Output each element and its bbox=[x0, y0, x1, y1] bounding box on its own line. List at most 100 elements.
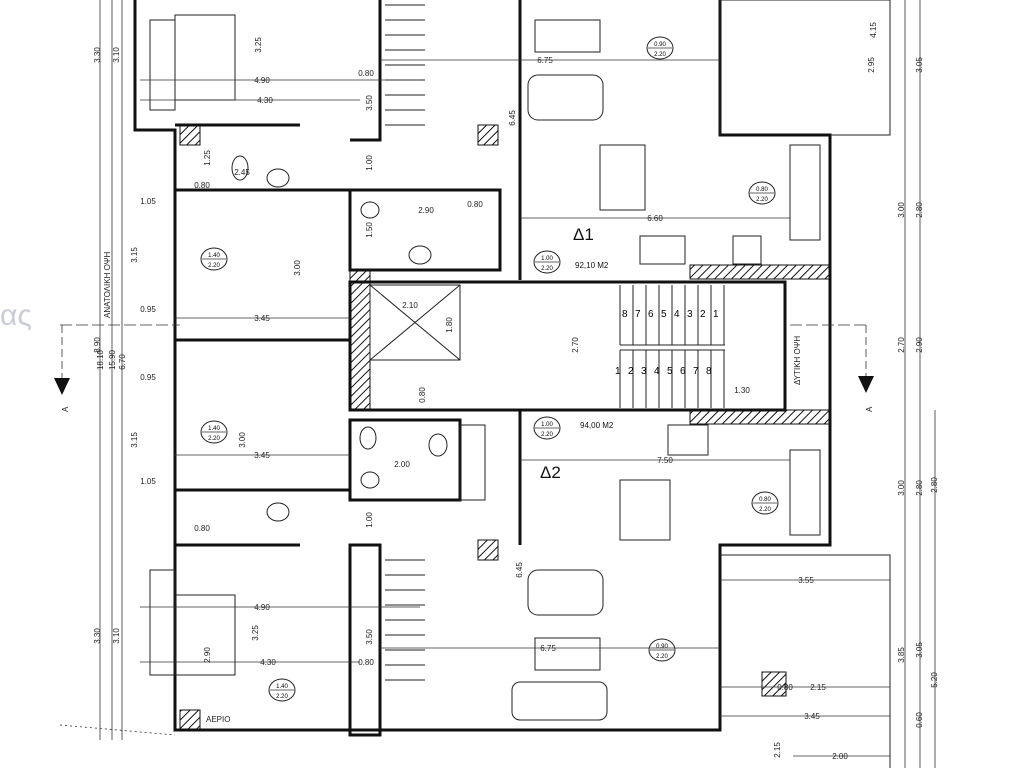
dimension-label: 4.30 bbox=[257, 96, 273, 105]
door-height: 2.20 bbox=[756, 197, 768, 203]
dimension-label: 3.00 bbox=[293, 260, 302, 276]
dimension-label: 2.80 bbox=[930, 477, 939, 493]
unit-area: 94,00 M2 bbox=[580, 421, 614, 430]
dimension-label: 1.80 bbox=[445, 317, 454, 333]
door-height: 2.20 bbox=[208, 263, 220, 269]
dimension-label: 0.95 bbox=[140, 305, 156, 314]
door-height: 2.20 bbox=[541, 266, 553, 272]
door-width: 1.00 bbox=[541, 422, 553, 428]
dimension-label: 8.90 bbox=[93, 337, 102, 353]
dimension-label: 4.90 bbox=[254, 76, 270, 85]
dimension-label: 2.00 bbox=[394, 460, 410, 469]
stair-step-number: 6 bbox=[680, 366, 686, 377]
unit-area: 92,10 M2 bbox=[575, 261, 609, 270]
dimension-lines bbox=[54, 0, 936, 768]
dimension-label: 6.75 bbox=[540, 644, 556, 653]
dimension-label: 3.00 bbox=[238, 432, 247, 448]
dimension-label: 1.00 bbox=[365, 512, 374, 528]
dimension-label: 3.10 bbox=[112, 628, 121, 644]
dimension-label: 5.20 bbox=[930, 672, 939, 688]
dimension-label: 3.15 bbox=[130, 247, 139, 263]
dimension-label: 2.80 bbox=[915, 202, 924, 218]
dimension-label: 1.05 bbox=[140, 197, 156, 206]
dimension-label: 3.85 bbox=[897, 647, 906, 663]
dimension-label: 6.45 bbox=[508, 110, 517, 126]
labels: Δ1 Δ2 92,10 M2 94,00 M2 ΑΝΑΤΟΛΙΚΗ ΟΨΗ ΔΥ… bbox=[0, 225, 874, 724]
dimension-label: 0.80 bbox=[194, 181, 210, 190]
stair-step-number: 2 bbox=[700, 309, 706, 320]
dimension-label: 3.25 bbox=[251, 625, 260, 641]
door-height: 2.20 bbox=[654, 52, 666, 58]
unit-name: Δ1 bbox=[573, 225, 594, 244]
dimension-label: 4.30 bbox=[260, 658, 276, 667]
dimension-label: 0.80 bbox=[418, 387, 427, 403]
stair-step-number: 5 bbox=[667, 366, 673, 377]
dimension-label: 2.15 bbox=[810, 683, 826, 692]
section-arrow-icon bbox=[54, 378, 70, 395]
dimension-label: 3.25 bbox=[254, 37, 263, 53]
door-tag: 1.002.20 bbox=[533, 416, 561, 440]
dimension-label: 2.90 bbox=[203, 647, 212, 663]
door-width: 1.00 bbox=[541, 256, 553, 262]
stair-step-number: 7 bbox=[693, 366, 699, 377]
dimension-label: 0.60 bbox=[915, 712, 924, 728]
door-height: 2.20 bbox=[208, 436, 220, 442]
dimension-label: 1.00 bbox=[365, 155, 374, 171]
stair-step-number: 3 bbox=[641, 366, 647, 377]
dimension-label: 6.60 bbox=[647, 214, 663, 223]
dimension-label: 0.80 bbox=[358, 69, 374, 78]
door-height: 2.20 bbox=[759, 507, 771, 513]
dimension-label: 2.90 bbox=[418, 206, 434, 215]
dimension-label: 6.70 bbox=[118, 354, 127, 370]
dimension-label: 6.75 bbox=[537, 56, 553, 65]
door-width: 0.90 bbox=[656, 644, 668, 650]
door-width: 1.40 bbox=[276, 684, 288, 690]
dimension-label: 3.45 bbox=[804, 712, 820, 721]
dimension-label: 2.80 bbox=[915, 480, 924, 496]
section-marker: A bbox=[865, 406, 874, 412]
dimension-label: 3.05 bbox=[915, 57, 924, 73]
stair-step-number: 2 bbox=[628, 366, 634, 377]
door-tag: 0.802.20 bbox=[751, 491, 779, 515]
dimension-label: 3.30 bbox=[93, 628, 102, 644]
dimension-label: 1.25 bbox=[203, 150, 212, 166]
dimension-label: 4.15 bbox=[869, 22, 878, 38]
west-elevation-label: ΔΥΤΙΚΗ ΟΨΗ bbox=[793, 336, 802, 385]
dimension-label: 3.55 bbox=[798, 576, 814, 585]
dimension-label: 2.90 bbox=[915, 337, 924, 353]
door-tag: 1.40 2.20 bbox=[200, 247, 228, 271]
dimension-label: 3.45 bbox=[254, 314, 270, 323]
stair-step-number: 5 bbox=[661, 309, 667, 320]
dimension-label: 3.50 bbox=[365, 95, 374, 111]
dimension-label: 1.30 bbox=[734, 386, 750, 395]
dimension-label: 4.90 bbox=[254, 603, 270, 612]
dimension-label: 3.15 bbox=[130, 432, 139, 448]
door-tag: 0.802.20 bbox=[748, 181, 776, 205]
door-height: 2.20 bbox=[276, 694, 288, 700]
dimension-label: 2.15 bbox=[773, 742, 782, 758]
dimension-label: 2.95 bbox=[867, 57, 876, 73]
walls bbox=[133, 0, 891, 768]
stair-step-number: 1 bbox=[713, 309, 719, 320]
door-tag: 0.90 2.20 bbox=[646, 36, 674, 60]
stair-step-number: 8 bbox=[622, 309, 628, 320]
dimension-label: 0.95 bbox=[140, 373, 156, 382]
dimension-label: 1.05 bbox=[140, 477, 156, 486]
dimension-label: 6.45 bbox=[515, 562, 524, 578]
stair-step-number: 6 bbox=[648, 309, 654, 320]
dimension-label: 3.05 bbox=[915, 642, 924, 658]
dimension-label: 15.90 bbox=[108, 349, 117, 370]
dimension-label: 0.80 bbox=[358, 658, 374, 667]
watermark: ας bbox=[0, 299, 32, 332]
unit-name: Δ2 bbox=[540, 463, 561, 482]
door-width: 1.40 bbox=[208, 253, 220, 259]
dimension-label: 3.10 bbox=[112, 47, 121, 63]
dimension-label: 3.00 bbox=[897, 480, 906, 496]
door-tag: 1.40 2.20 bbox=[268, 678, 296, 702]
door-width: 0.90 bbox=[654, 42, 666, 48]
door-tag: 1.402.20 bbox=[200, 420, 228, 444]
door-tag: 0.90 2.20 bbox=[648, 638, 676, 662]
door-height: 2.20 bbox=[656, 654, 668, 660]
